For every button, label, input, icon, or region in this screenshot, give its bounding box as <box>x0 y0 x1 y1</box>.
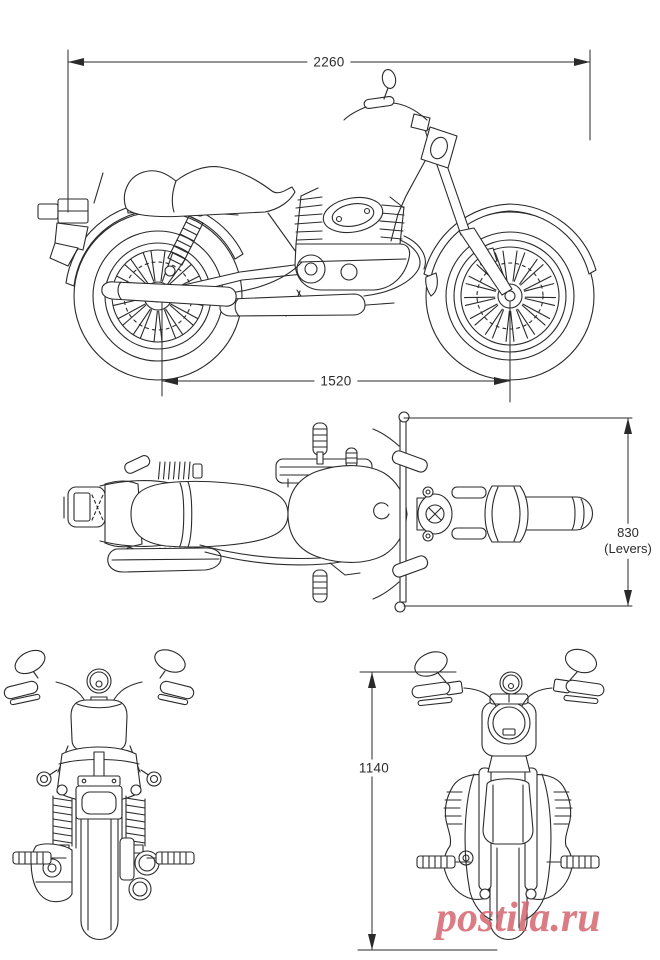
seat <box>123 166 297 253</box>
headlight-front <box>481 693 537 773</box>
top-seat <box>130 480 289 548</box>
dim-label-overall-length: 2260 <box>307 53 351 71</box>
top-handlebar <box>372 411 429 613</box>
rear-tire <box>80 799 119 940</box>
dim-width-qualifier: (Levers) <box>604 541 652 556</box>
front-view-drawing <box>411 648 605 940</box>
front-handlebar <box>411 648 605 707</box>
dim-overall-height <box>357 671 498 951</box>
front-footpegs <box>416 855 600 869</box>
exhaust-tip-icon <box>128 877 152 901</box>
front-fender-view <box>482 778 534 929</box>
engine <box>285 187 411 317</box>
dim-label-wheelbase: 1520 <box>314 372 358 390</box>
right-mirror-icon <box>154 649 186 673</box>
top-view-drawing <box>63 411 594 613</box>
dim-label-overall-height: 1140 <box>352 759 396 777</box>
dim-label-width-levers: 830 (Levers) <box>601 523 655 559</box>
headlight-side <box>410 113 458 169</box>
rear-lower-parts <box>12 799 195 903</box>
frame-tubes <box>390 151 431 242</box>
front-frame-tubes <box>464 773 552 921</box>
left-mirror-icon <box>414 651 448 677</box>
side-view-drawing <box>37 69 597 381</box>
top-steering-head <box>416 486 453 542</box>
exhaust-pipes <box>101 235 426 317</box>
top-fuel-tank <box>287 465 408 563</box>
handlebar-side <box>343 69 428 121</box>
right-mirror-icon <box>564 648 598 674</box>
rear-fender-plate <box>36 746 162 820</box>
front-gauge <box>499 671 523 703</box>
left-mirror-icon <box>14 649 46 675</box>
dim-width-levers <box>403 417 633 607</box>
top-front-wheel <box>451 485 594 543</box>
fuel-cap-icon <box>373 502 390 520</box>
dim-width-value: 830 <box>617 524 639 540</box>
watermark: postila.ru <box>436 895 601 941</box>
front-fender <box>423 203 597 297</box>
rear-view-drawing <box>3 649 195 940</box>
